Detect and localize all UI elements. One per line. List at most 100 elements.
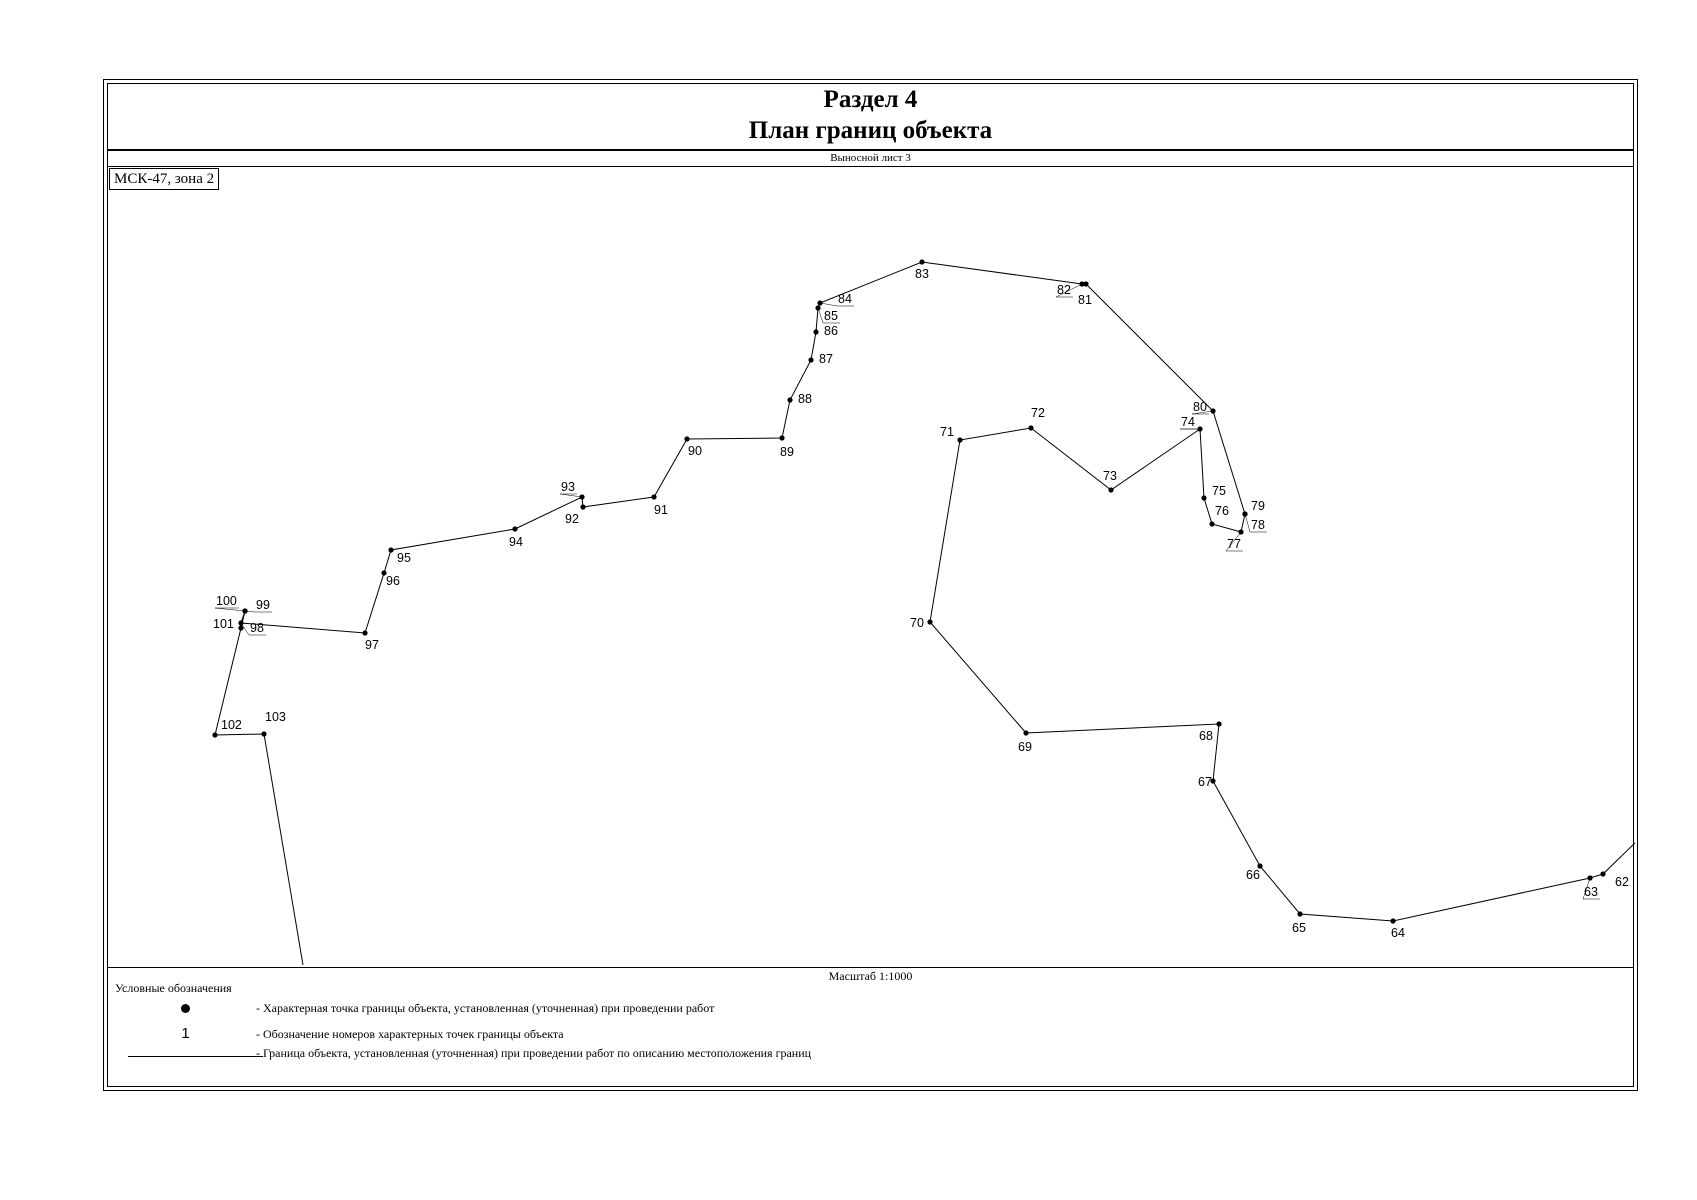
point-label-leader-80 bbox=[1191, 410, 1214, 415]
boundary-point-67 bbox=[1210, 778, 1216, 784]
point-label-89: 89 bbox=[780, 445, 794, 459]
point-label-leader-100 bbox=[214, 607, 246, 612]
legend-text-point: - Характерная точка границы объекта, уст… bbox=[256, 1001, 715, 1015]
point-label-leader-93 bbox=[559, 493, 583, 498]
point-label-103: 103 bbox=[265, 710, 286, 724]
point-label-80: 80 bbox=[1193, 400, 1207, 414]
point-label-93: 93 bbox=[561, 480, 575, 494]
point-label-100: 100 bbox=[216, 594, 237, 608]
boundary-point-83 bbox=[919, 259, 925, 265]
point-label-76: 76 bbox=[1215, 504, 1229, 518]
point-label-69: 69 bbox=[1018, 740, 1032, 754]
point-label-62: 62 bbox=[1615, 875, 1629, 889]
legend-item-point: - Характерная точка границы объекта, уст… bbox=[108, 999, 1633, 1019]
boundary-point-91 bbox=[651, 494, 657, 500]
title-block: Раздел 4 План границ объекта bbox=[108, 84, 1633, 151]
boundary-point-86 bbox=[813, 329, 819, 335]
page-title: План границ объекта bbox=[748, 117, 993, 144]
point-label-102: 102 bbox=[221, 718, 242, 732]
boundary-point-87 bbox=[808, 357, 814, 363]
point-label-91: 91 bbox=[654, 503, 668, 517]
point-label-101: 101 bbox=[213, 617, 234, 631]
plan-sheet: Раздел 4 План границ объекта Выносной ли… bbox=[103, 79, 1638, 1091]
boundary-plan: 62 63 64 65 66 67 68 69 70 71 72 73 74 75 76 77 78 79 80 81… bbox=[212, 259, 1635, 966]
point-label-70: 70 bbox=[910, 616, 924, 630]
boundary-point-102 bbox=[212, 732, 218, 738]
point-label-86: 86 bbox=[824, 324, 838, 338]
boundary-line-symbol bbox=[128, 1056, 263, 1057]
point-label-99: 99 bbox=[256, 598, 270, 612]
point-label-leader-77 bbox=[1225, 531, 1242, 552]
point-label-94: 94 bbox=[509, 535, 523, 549]
point-label-leader-82 bbox=[1055, 283, 1083, 298]
boundary-line-upper bbox=[214, 261, 1246, 966]
boundary-point-76 bbox=[1209, 521, 1215, 527]
boundary-point-95 bbox=[388, 547, 394, 553]
boundary-point-68 bbox=[1216, 721, 1222, 727]
point-marker-icon bbox=[181, 1004, 190, 1013]
boundary-point-96 bbox=[381, 570, 387, 576]
boundary-point-79 bbox=[1242, 511, 1248, 517]
boundary-point-73 bbox=[1108, 487, 1114, 493]
legend-text-line: - Граница объекта, установленная (уточне… bbox=[256, 1046, 812, 1060]
point-label-90: 90 bbox=[688, 444, 702, 458]
boundary-point-66 bbox=[1257, 863, 1263, 869]
point-label-64: 64 bbox=[1391, 926, 1405, 940]
boundary-point-94 bbox=[512, 526, 518, 532]
boundary-point-89 bbox=[779, 435, 785, 441]
point-label-88: 88 bbox=[798, 392, 812, 406]
point-label-leader-78 bbox=[1244, 513, 1251, 533]
scale-label: Масштаб 1:1000 bbox=[108, 967, 1633, 984]
boundary-point-62 bbox=[1600, 871, 1606, 877]
point-number-symbol: 1 bbox=[181, 1025, 190, 1042]
point-label-leader-84 bbox=[819, 302, 838, 307]
boundary-point-101 bbox=[238, 625, 244, 631]
point-label-73: 73 bbox=[1103, 469, 1117, 483]
point-label-71: 71 bbox=[940, 425, 954, 439]
boundary-point-82 bbox=[1079, 281, 1085, 287]
sheet-label: Выносной лист 3 bbox=[108, 151, 1633, 167]
legend-item-number: 1 - Обозначение номеров характерных точе… bbox=[108, 1025, 1633, 1045]
point-label-85: 85 bbox=[824, 309, 838, 323]
point-label-83: 83 bbox=[915, 267, 929, 281]
boundary-point-65 bbox=[1297, 911, 1303, 917]
point-label-leader-63 bbox=[1582, 877, 1591, 900]
boundary-point-88 bbox=[787, 397, 793, 403]
point-label-78: 78 bbox=[1251, 518, 1265, 532]
boundary-point-69 bbox=[1023, 730, 1029, 736]
point-label-66: 66 bbox=[1246, 868, 1260, 882]
point-label-68: 68 bbox=[1199, 729, 1213, 743]
boundary-point-92 bbox=[580, 504, 586, 510]
point-label-77: 77 bbox=[1227, 537, 1241, 551]
point-label-97: 97 bbox=[365, 638, 379, 652]
boundary-point-90 bbox=[684, 436, 690, 442]
point-label-92: 92 bbox=[565, 512, 579, 526]
boundary-line-lower bbox=[929, 621, 1635, 922]
point-label-95: 95 bbox=[397, 551, 411, 565]
boundary-point-85 bbox=[815, 305, 821, 311]
legend-text-number: - Обозначение номеров характерных точек … bbox=[256, 1027, 564, 1041]
boundary-point-81 bbox=[1083, 281, 1089, 287]
section-title: Раздел 4 bbox=[823, 86, 918, 113]
point-label-75: 75 bbox=[1212, 484, 1226, 498]
point-label-63: 63 bbox=[1584, 885, 1598, 899]
plan-frame: Раздел 4 План границ объекта Выносной ли… bbox=[107, 83, 1635, 1087]
point-label-74: 74 bbox=[1181, 415, 1195, 429]
crs-label: МСК-47, зона 2 bbox=[109, 168, 220, 190]
point-label-leader-98 bbox=[240, 622, 250, 636]
point-label-96: 96 bbox=[386, 574, 400, 588]
boundary-point-70 bbox=[927, 619, 933, 625]
boundary-point-71 bbox=[957, 437, 963, 443]
point-label-98: 98 bbox=[250, 621, 264, 635]
point-label-leader-85 bbox=[817, 307, 824, 324]
point-label-84: 84 bbox=[838, 292, 852, 306]
point-label-82: 82 bbox=[1057, 283, 1071, 297]
legend-title: Условные обозначения bbox=[115, 981, 232, 995]
point-label-65: 65 bbox=[1292, 921, 1306, 935]
point-label-81: 81 bbox=[1078, 293, 1092, 307]
point-label-72: 72 bbox=[1031, 406, 1045, 420]
boundary-point-75 bbox=[1201, 495, 1207, 501]
point-label-79: 79 bbox=[1251, 499, 1265, 513]
point-label-67: 67 bbox=[1198, 775, 1212, 789]
boundary-point-97 bbox=[362, 630, 368, 636]
